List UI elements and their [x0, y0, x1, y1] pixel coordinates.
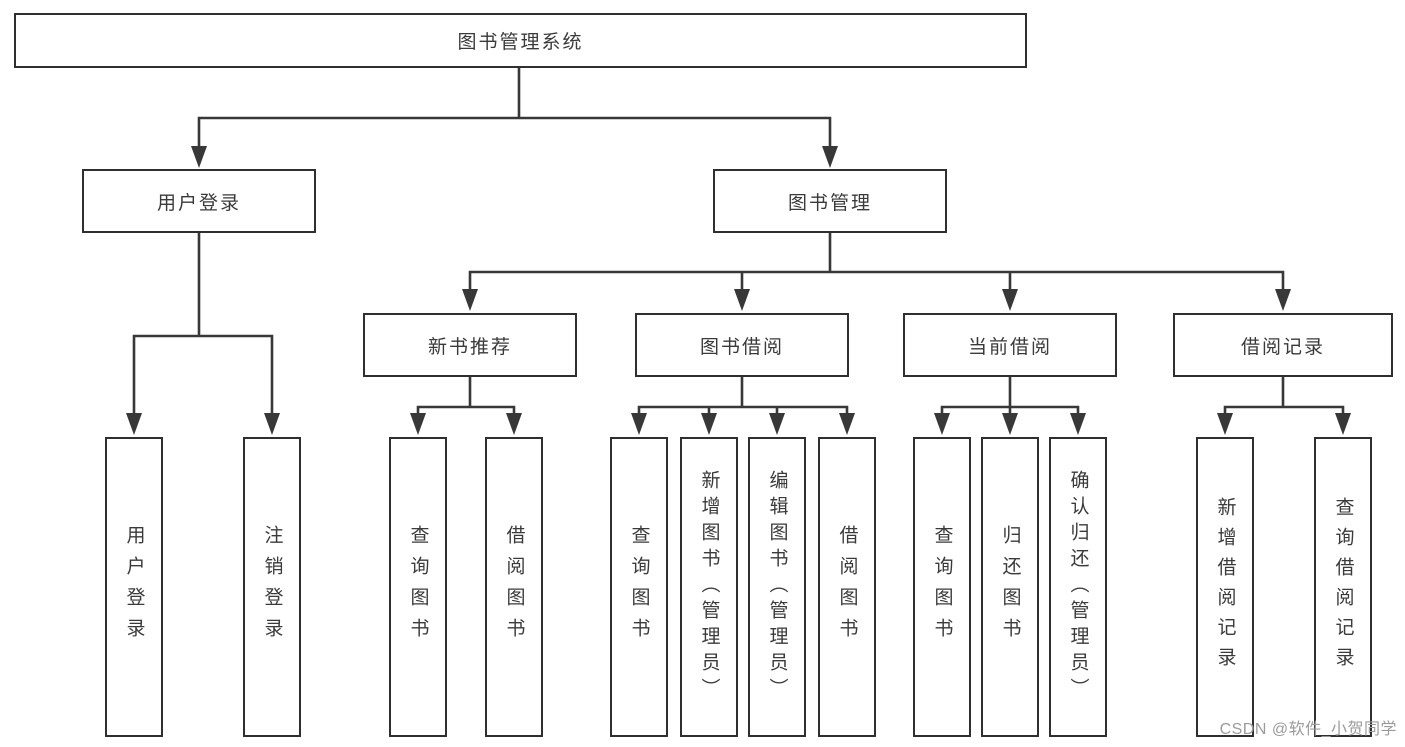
arrowhead-book-borrowing [734, 289, 750, 311]
connector-records-children [1223, 375, 1345, 417]
leaf-query-borrow-record: 查询借阅记录 [1314, 437, 1372, 737]
node-root: 图书管理系统 [14, 13, 1027, 68]
node-label: 归还图书 [999, 525, 1021, 649]
node-label: 新增图书（管理员） [698, 470, 720, 704]
leaf-borrow-books-borrowing: 借阅图书 [818, 437, 876, 737]
leaf-query-books-borrowing: 查询图书 [610, 437, 668, 737]
arrowhead-confirm-return [1070, 413, 1086, 435]
node-label: 用户登录 [156, 192, 241, 214]
node-label: 借阅图书 [503, 525, 525, 649]
node-label: 借阅图书 [836, 525, 858, 649]
arrowhead-borrow-books-2 [839, 413, 855, 435]
node-label: 确认归还（管理员） [1067, 470, 1089, 704]
connector-user-login-children [132, 231, 274, 416]
node-current-borrowing: 当前借阅 [903, 313, 1117, 377]
arrowhead-borrowing-records [1275, 289, 1291, 311]
arrowhead-edit-book [769, 413, 785, 435]
leaf-user-login: 用户登录 [105, 437, 163, 737]
arrowhead-leaf-logout [264, 413, 280, 435]
connector-book-management-children [468, 231, 1285, 293]
node-label: 注销登录 [261, 525, 283, 649]
arrowhead-new-book-recommendation [462, 289, 478, 311]
arrowhead-query-books-2 [631, 413, 647, 435]
arrowhead-current-borrowing [1002, 289, 1018, 311]
arrowhead-add-book [701, 413, 717, 435]
arrowhead-leaf-user-login [126, 413, 142, 435]
leaf-add-borrow-record: 新增借阅记录 [1196, 437, 1254, 737]
leaf-query-books-current: 查询图书 [913, 437, 971, 737]
leaf-confirm-return-admin: 确认归还（管理员） [1049, 437, 1107, 737]
watermark: CSDN @软件_小贺同学 [1219, 721, 1397, 738]
arrowhead-query-books-1 [410, 413, 426, 435]
leaf-add-book-admin: 新增图书（管理员） [680, 437, 738, 737]
arrowhead-user-login [191, 146, 207, 168]
node-label: 新增借阅记录 [1214, 497, 1236, 677]
leaf-borrow-books-recommend: 借阅图书 [485, 437, 543, 737]
node-label: 查询图书 [628, 525, 650, 649]
arrowhead-book-management [822, 146, 838, 168]
node-new-book-recommendation: 新书推荐 [363, 313, 577, 377]
leaf-query-books-recommend: 查询图书 [389, 437, 447, 737]
leaf-edit-book-admin: 编辑图书（管理员） [748, 437, 806, 737]
connector-current-children [940, 375, 1080, 417]
arrowhead-add-borrow-record [1217, 413, 1233, 435]
node-label: 查询图书 [407, 525, 429, 649]
node-label: 当前借阅 [967, 336, 1052, 358]
node-label: 借阅记录 [1240, 336, 1325, 358]
node-label: 图书借阅 [699, 336, 784, 358]
node-book-borrowing: 图书借阅 [635, 313, 849, 377]
node-label: 图书管理 [787, 192, 872, 214]
node-label: 图书管理系统 [457, 32, 584, 53]
connector-root-to-level2 [197, 66, 832, 150]
arrowhead-borrow-books-1 [506, 413, 522, 435]
node-borrowing-records: 借阅记录 [1173, 313, 1393, 377]
connector-borrowing-children [637, 375, 849, 417]
node-label: 用户登录 [123, 525, 145, 649]
node-user-login: 用户登录 [82, 169, 316, 233]
leaf-logout-login: 注销登录 [243, 437, 301, 737]
arrowhead-return-book [1002, 413, 1018, 435]
arrowhead-query-books-3 [934, 413, 950, 435]
node-label: 编辑图书（管理员） [766, 470, 788, 704]
node-label: 查询图书 [931, 525, 953, 649]
leaf-return-book: 归还图书 [981, 437, 1039, 737]
arrowhead-query-borrow-record [1335, 413, 1351, 435]
connector-recommendation-children [416, 375, 516, 417]
node-label: 新书推荐 [427, 336, 512, 358]
node-label: 查询借阅记录 [1332, 497, 1354, 677]
node-book-management: 图书管理 [713, 169, 947, 233]
